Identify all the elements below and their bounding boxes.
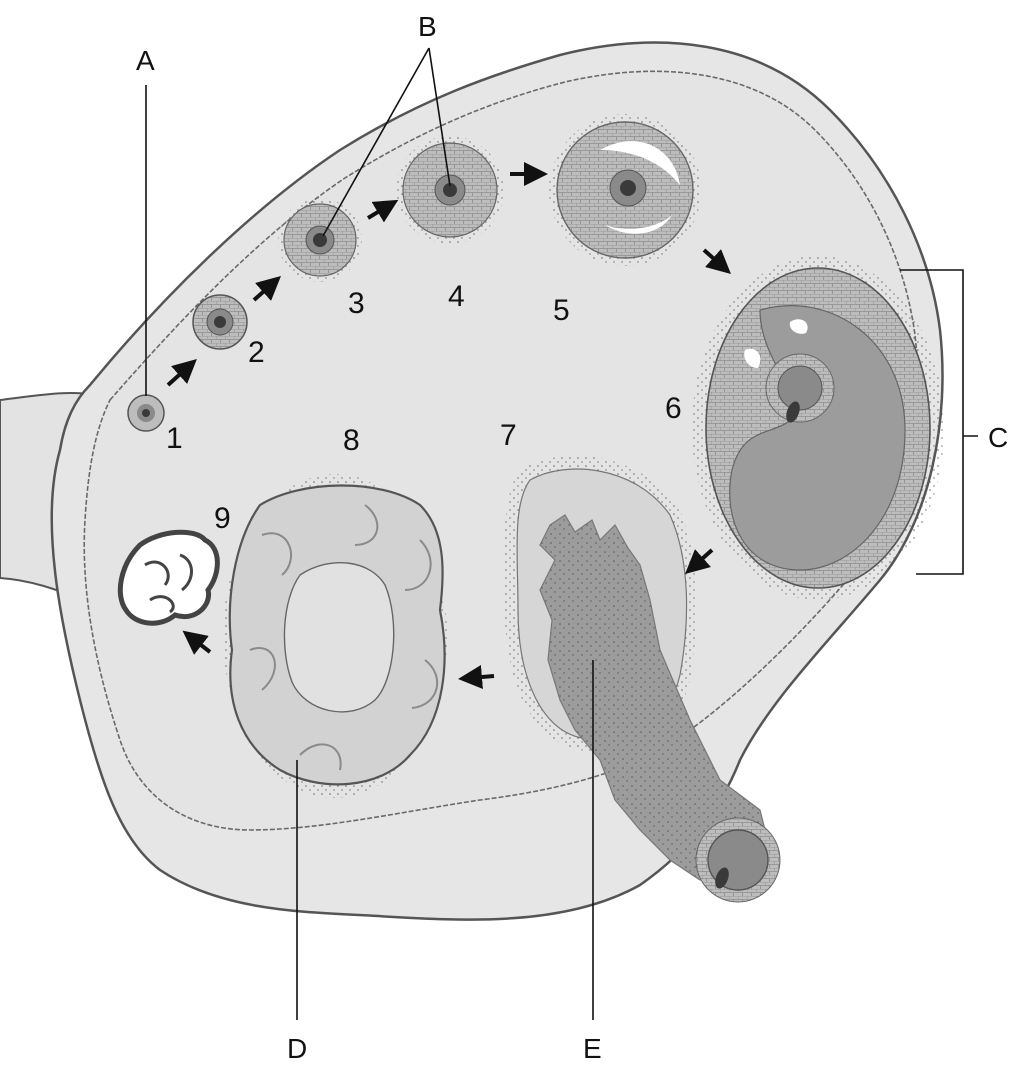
- stage-number-3: 3: [348, 287, 365, 320]
- released-oocyte: [696, 818, 780, 902]
- follicle-stage-2: [193, 295, 247, 349]
- stage-number-6: 6: [665, 392, 682, 425]
- stage-number-9: 9: [214, 502, 231, 535]
- label-a: A: [136, 45, 155, 76]
- stage-number-5: 5: [553, 294, 570, 327]
- label-c: C: [988, 422, 1008, 453]
- stage-number-2: 2: [248, 336, 265, 369]
- label-b: B: [418, 11, 437, 42]
- follicle-stage-1: [128, 395, 164, 431]
- follicle-stage-5: [549, 114, 701, 266]
- stage-number-1: 1: [166, 422, 183, 455]
- stage-number-8: 8: [343, 424, 360, 457]
- arrow-7-to-8: [470, 676, 494, 678]
- follicle-stage-4: [396, 136, 504, 244]
- label-d: D: [287, 1033, 307, 1064]
- stage-number-4: 4: [448, 280, 465, 313]
- corpus-luteum-stage-8: [223, 474, 447, 798]
- follicle-stage-6: [692, 256, 944, 600]
- follicle-stage-3: [278, 198, 362, 282]
- stage-number-7: 7: [500, 419, 517, 452]
- label-e: E: [583, 1033, 602, 1064]
